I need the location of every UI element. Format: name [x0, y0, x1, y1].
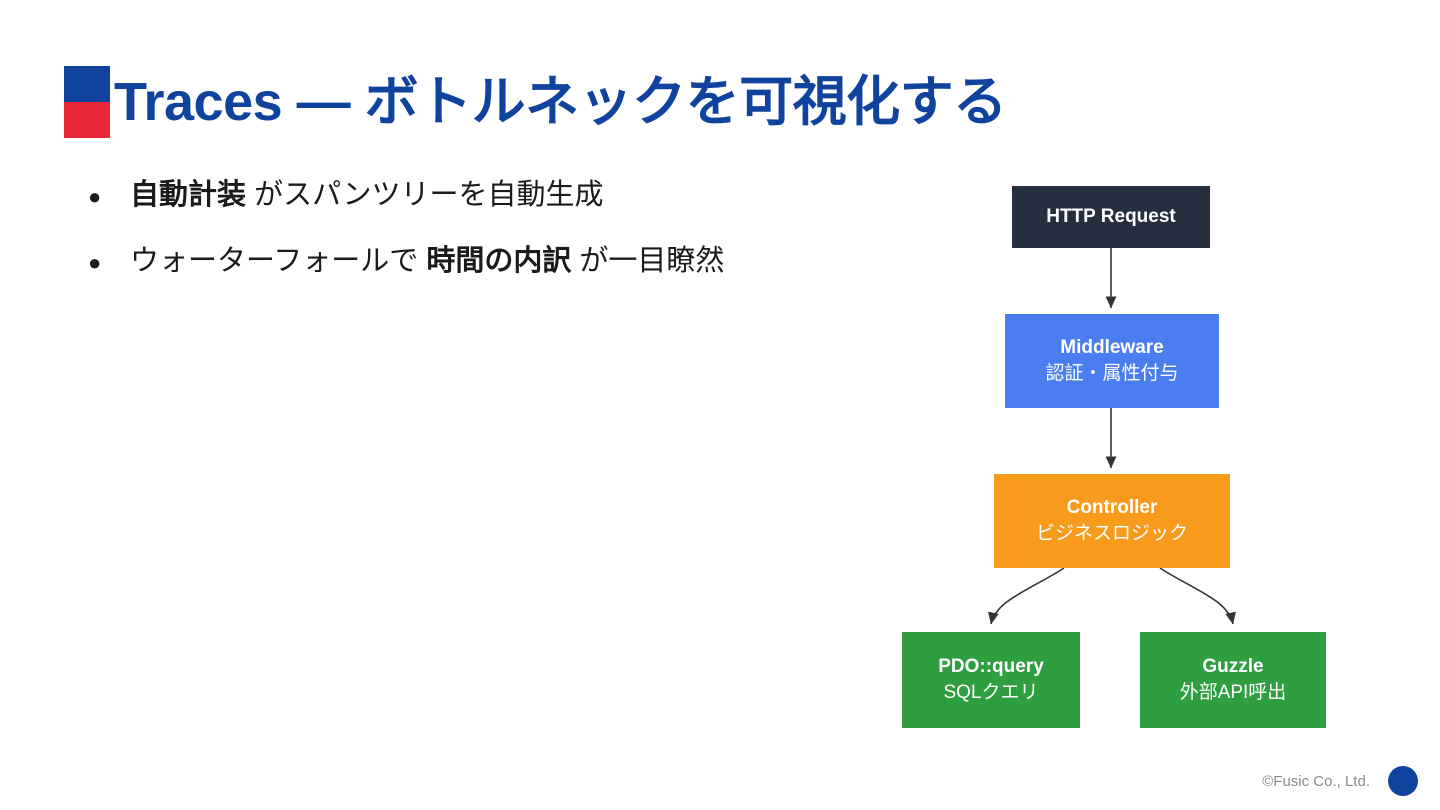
flow-node-pdo-query[interactable]: PDO::query SQLクエリ [902, 632, 1080, 728]
page-title: Traces — ボトルネックを可視化する [64, 62, 1007, 142]
edge-controller-to-pdo [988, 567, 1065, 625]
list-item-text: 自動計装 がスパンツリーを自動生成 [130, 174, 604, 216]
copyright-text: ©Fusic Co., Ltd. [1262, 772, 1370, 790]
brand-dot-icon [1388, 766, 1418, 796]
list-item-lead: ウォーターフォールで [130, 245, 427, 278]
list-item-text: ウォーターフォールで 時間の内訳 が一目瞭然 [130, 240, 724, 282]
flow-node-subtitle: SQLクエリ [943, 682, 1039, 703]
edge-controller-to-guzzle [1159, 567, 1236, 625]
flow-diagram: HTTP Request Middleware 認証・属性付与 Controll… [880, 170, 1350, 745]
flow-diagram-connectors [988, 248, 1236, 625]
slash-top-segment [64, 66, 110, 102]
bullet-marker-icon: ● [88, 250, 102, 276]
title-accent-slash-icon [64, 66, 110, 138]
flow-node-subtitle: ビジネスロジック [1035, 523, 1188, 544]
list-item-emphasis: 時間の内訳 [426, 245, 572, 278]
bullet-marker-icon: ● [88, 184, 102, 209]
list-item: ● ウォーターフォールで 時間の内訳 が一目瞭然 [88, 240, 928, 282]
flow-node-subtitle: 外部API呼出 [1179, 682, 1287, 703]
slash-bottom-segment [64, 102, 110, 138]
bullet-list: ● 自動計装 がスパンツリーを自動生成 ● ウォーターフォールで 時間の内訳 が… [88, 174, 928, 306]
page-title-text: Traces — ボトルネックを可視化する [114, 72, 1007, 132]
flow-node-subtitle: 認証・属性付与 [1045, 363, 1179, 384]
flow-node-guzzle[interactable]: Guzzle 外部API呼出 [1140, 632, 1326, 728]
slide-footer: ©Fusic Co., Ltd. [1262, 766, 1418, 796]
flow-node-title: Middleware [1060, 336, 1164, 358]
flow-node-title: Guzzle [1202, 655, 1264, 677]
list-item: ● 自動計装 がスパンツリーを自動生成 [88, 174, 928, 216]
flow-node-title: PDO::query [938, 655, 1044, 677]
flow-node-title: HTTP Request [1046, 205, 1176, 227]
flow-node-controller[interactable]: Controller ビジネスロジック [994, 474, 1230, 568]
list-item-emphasis: 自動計装 [130, 179, 247, 211]
flow-node-middleware[interactable]: Middleware 認証・属性付与 [1005, 314, 1219, 408]
flow-node-title: Controller [1066, 496, 1158, 518]
flow-node-http-request[interactable]: HTTP Request [1012, 186, 1210, 248]
list-item-rest: が一目瞭然 [571, 245, 725, 278]
list-item-rest: がスパンツリーを自動生成 [246, 179, 604, 211]
